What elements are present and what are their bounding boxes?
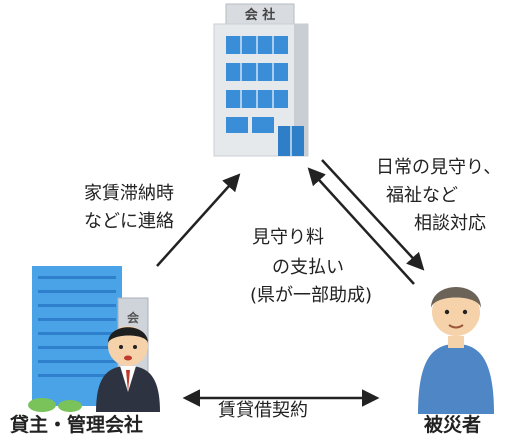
arrow-victim-to-company <box>307 167 415 285</box>
edge-victim-company-line1: 見守り料 <box>252 227 324 248</box>
landlord-label: 貸主・管理会社 <box>10 414 144 436</box>
company-building-icon: 会 社 <box>213 3 309 157</box>
edge-company-victim-line1: 日常の見守り、 <box>376 157 502 178</box>
company-sign-text: 会 社 <box>245 7 276 23</box>
edge-victim-company-line3: (県が一部助成) <box>250 285 373 306</box>
businessman-icon <box>96 326 160 412</box>
victim-person-icon <box>418 287 494 414</box>
edge-landlord-company-line2: などに連絡 <box>84 211 174 232</box>
edge-landlord-company-line1: 家賃滞納時 <box>84 183 174 204</box>
arrow-company-to-victim <box>321 159 425 271</box>
landlord-sign-text: 会 <box>127 310 140 325</box>
edge-victim-company-line2: の支払い <box>272 257 344 278</box>
edge-company-victim-line3: 相談対応 <box>414 213 486 234</box>
victim-label: 被災者 <box>424 414 482 436</box>
arrow-landlord-to-company <box>156 173 241 267</box>
edge-contract-label: 賃貸借契約 <box>218 400 308 421</box>
edge-company-victim-line2: 福祉など <box>386 185 458 206</box>
